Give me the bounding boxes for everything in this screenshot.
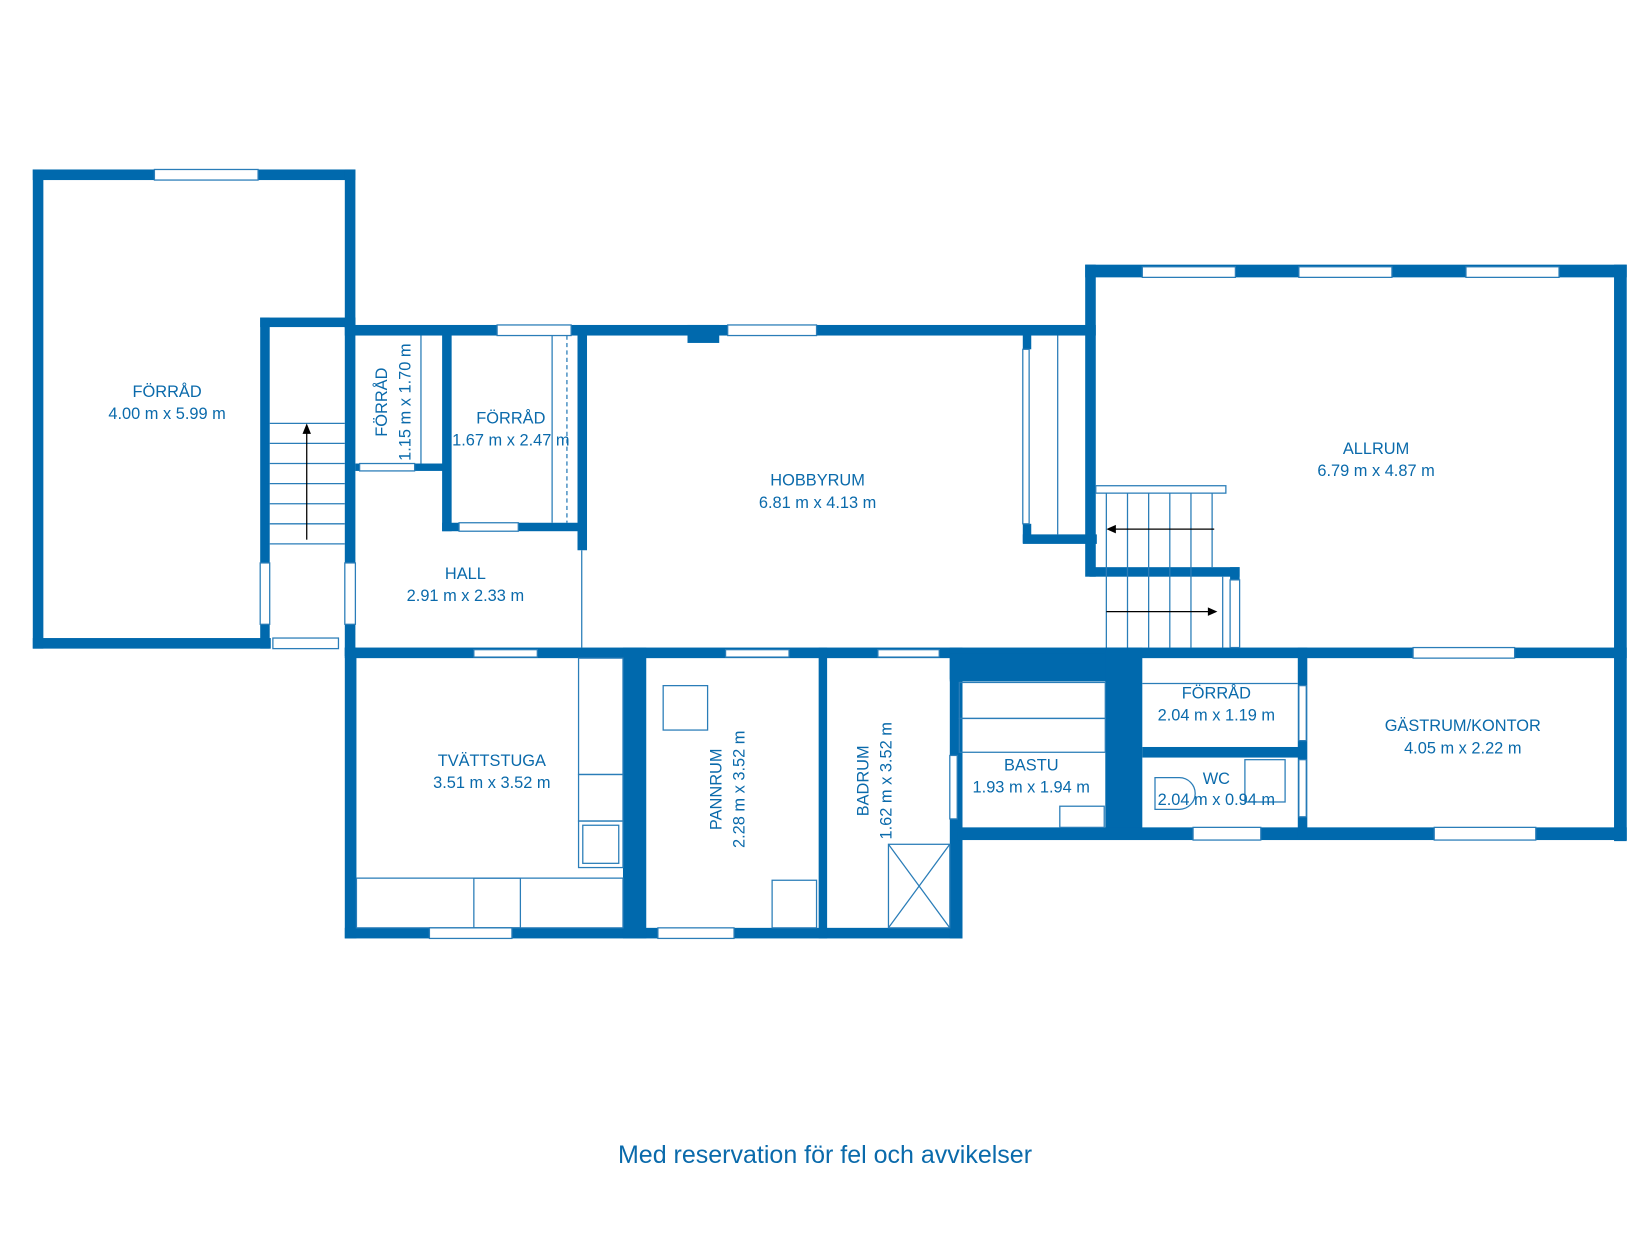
room-name: FÖRRÅD bbox=[1182, 683, 1251, 702]
room-size: 3.51 m x 3.52 m bbox=[433, 774, 550, 792]
room-size: 2.28 m x 3.52 m bbox=[731, 731, 749, 848]
svg-text:TVÄTTSTUGA: TVÄTTSTUGA bbox=[438, 752, 546, 770]
room-size: 4.00 m x 5.99 m bbox=[108, 405, 225, 423]
windows bbox=[153, 168, 1560, 940]
svg-text:FÖRRÅD: FÖRRÅD bbox=[133, 382, 202, 401]
svg-text:BASTU: BASTU bbox=[1004, 756, 1059, 774]
svg-text:6.79 m x 4.87 m: 6.79 m x 4.87 m bbox=[1317, 462, 1434, 480]
svg-text:2.04 m x 1.19 m: 2.04 m x 1.19 m bbox=[1158, 707, 1275, 725]
room-labels: FÖRRÅD 4.00 m x 5.99 m FÖRRÅD 1.15 m x 1… bbox=[108, 343, 1541, 848]
svg-text:PANNRUM: PANNRUM bbox=[707, 748, 725, 830]
room-size: 1.62 m x 3.52 m bbox=[878, 722, 896, 839]
svg-text:1.93 m x 1.94 m: 1.93 m x 1.94 m bbox=[973, 778, 1090, 796]
staircase-right bbox=[1095, 485, 1227, 648]
svg-text:1.15 m x 1.70 m: 1.15 m x 1.70 m bbox=[396, 343, 414, 460]
room-size: 2.91 m x 2.33 m bbox=[407, 587, 524, 605]
walls bbox=[32, 169, 1627, 939]
room-size: 1.67 m x 2.47 m bbox=[452, 432, 569, 450]
room-size: 4.05 m x 2.22 m bbox=[1404, 739, 1521, 757]
room-name: HALL bbox=[445, 565, 486, 583]
svg-text:2.04 m x 0.94 m: 2.04 m x 0.94 m bbox=[1158, 791, 1275, 809]
room-name: TVÄTTSTUGA bbox=[438, 752, 546, 770]
svg-text:WC: WC bbox=[1203, 770, 1230, 788]
svg-text:HOBBYRUM: HOBBYRUM bbox=[770, 472, 865, 490]
svg-text:HALL: HALL bbox=[445, 565, 486, 583]
svg-text:3.51 m x 3.52 m: 3.51 m x 3.52 m bbox=[433, 774, 550, 792]
fixtures bbox=[269, 335, 1298, 929]
room-name: HOBBYRUM bbox=[770, 472, 865, 490]
room-name: BASTU bbox=[1004, 756, 1059, 774]
svg-text:FÖRRÅD: FÖRRÅD bbox=[372, 367, 391, 436]
room-size: 1.15 m x 1.70 m bbox=[396, 343, 414, 460]
room-name: BADRUM bbox=[854, 745, 872, 816]
room-size: 2.04 m x 0.94 m bbox=[1158, 791, 1275, 809]
svg-text:FÖRRÅD: FÖRRÅD bbox=[1182, 683, 1251, 702]
room-name: ALLRUM bbox=[1343, 440, 1409, 458]
svg-text:2.91 m x 2.33 m: 2.91 m x 2.33 m bbox=[407, 587, 524, 605]
room-size: 6.81 m x 4.13 m bbox=[759, 494, 876, 512]
svg-text:1.62 m x 3.52 m: 1.62 m x 3.52 m bbox=[878, 722, 896, 839]
svg-text:FÖRRÅD: FÖRRÅD bbox=[476, 408, 545, 427]
room-name: FÖRRÅD bbox=[476, 408, 545, 427]
room-name: GÄSTRUM/KONTOR bbox=[1385, 717, 1541, 735]
room-name: FÖRRÅD bbox=[133, 382, 202, 401]
svg-text:6.81 m x 4.13 m: 6.81 m x 4.13 m bbox=[759, 494, 876, 512]
svg-text:BADRUM: BADRUM bbox=[854, 745, 872, 816]
disclaimer-text: Med reservation för fel och avvikelser bbox=[617, 1141, 1033, 1169]
svg-text:1.67 m x 2.47 m: 1.67 m x 2.47 m bbox=[452, 432, 569, 450]
room-name: FÖRRÅD bbox=[372, 367, 391, 436]
svg-text:4.00 m x 5.99 m: 4.00 m x 5.99 m bbox=[108, 405, 225, 423]
svg-text:2.28 m x 3.52 m: 2.28 m x 3.52 m bbox=[731, 731, 749, 848]
room-name: PANNRUM bbox=[707, 748, 725, 830]
staircase-left bbox=[269, 422, 345, 545]
room-size: 6.79 m x 4.87 m bbox=[1317, 462, 1434, 480]
svg-text:ALLRUM: ALLRUM bbox=[1343, 440, 1409, 458]
svg-text:4.05 m x 2.22 m: 4.05 m x 2.22 m bbox=[1404, 739, 1521, 757]
room-size: 2.04 m x 1.19 m bbox=[1158, 707, 1275, 725]
svg-text:GÄSTRUM/KONTOR: GÄSTRUM/KONTOR bbox=[1385, 717, 1541, 735]
room-size: 1.93 m x 1.94 m bbox=[973, 778, 1090, 796]
room-name: WC bbox=[1203, 770, 1230, 788]
